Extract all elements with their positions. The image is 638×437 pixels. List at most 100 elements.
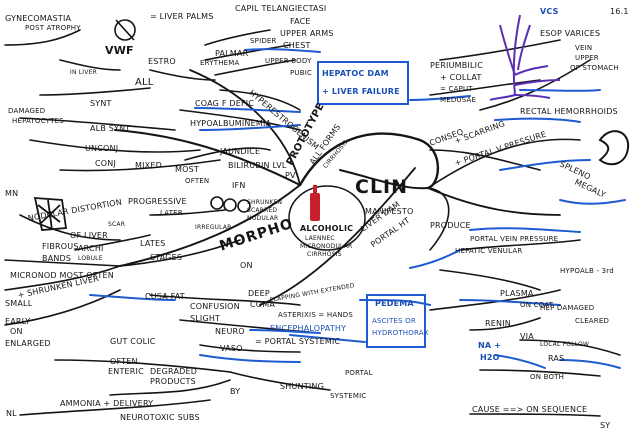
lobule-label: LOBULE [78, 255, 103, 262]
on-label: ON [240, 261, 253, 270]
scar-label: SCAR [108, 221, 126, 228]
shrunken-label: SCARRED [247, 207, 278, 214]
damaged-hepatocytes-label: DAMAGED [8, 107, 46, 115]
renin-label: RENIN [485, 319, 511, 328]
periumbilic-label: PERIUMBILIC [430, 61, 484, 70]
fat-label: CUSA FAT [145, 292, 185, 301]
confusion-label: SLIGHT [190, 314, 221, 323]
medusae-label: MEDUSAE [440, 96, 477, 104]
mn-label: MN [5, 189, 19, 198]
liver-sketch-icon [114, 19, 251, 213]
center-subtitle: MICRONODULAR [300, 243, 353, 250]
coma-label: DEEP [248, 289, 270, 298]
coag-label: COAG F DEFIC [195, 99, 255, 108]
enteric-label: OFTEN [110, 357, 138, 366]
gynecomastia-label: GYNECOMASTIA [5, 14, 72, 23]
manifest-label: MANIFESTO [365, 207, 414, 216]
all-label: ALL [135, 77, 154, 88]
often-label: OFTEN [185, 177, 210, 185]
portal-systemic2-label: SYSTEMIC [330, 392, 367, 400]
neurotoxic-label: NEUROTOXIC SUBS [120, 413, 200, 422]
bottle-icon [288, 185, 366, 251]
on-both-label: ON BOTH [530, 373, 565, 381]
portal-systemic2-label: PORTAL [345, 369, 373, 377]
ras-label: LOCAL FOLLOW [540, 341, 590, 348]
hypoalb-label: HYPOALB - 3rd [560, 267, 614, 275]
initials-nl: NL [6, 409, 17, 418]
ras-label: RAS [548, 354, 565, 363]
upper-body-label: UPPER BODY [265, 57, 312, 65]
collat-label: + COLLAT [440, 73, 482, 82]
ifn-label: IFN [232, 181, 246, 190]
hep-damage-label: CLEARED [575, 317, 610, 325]
hepatic-dam-label: HEPATOC DAM [322, 69, 389, 78]
hep-damage-label: HEP DAMAGED [540, 304, 595, 312]
spider-label: SPIDER [250, 37, 277, 45]
pubic-label: PUBIC [290, 69, 313, 77]
plasma-label: PLASMA [500, 289, 534, 298]
synt-label: SYNT [90, 99, 112, 108]
archi-label: ARCHI [78, 244, 104, 253]
rectal-hem-label: RECTAL HEMORRHOIDS [520, 107, 618, 116]
capil-label: CAPIL TELANGIECTASI [235, 4, 327, 13]
palmar-label: PALMAR [215, 49, 249, 58]
small-shrunken-label: SMALL [5, 299, 33, 308]
na-label: NA + [478, 341, 502, 350]
nodule-sketch-icon [33, 197, 68, 231]
enlarged-label: EARLY [5, 317, 31, 326]
enlarged-label: ON [10, 327, 23, 336]
neuro-label: NEURO [215, 327, 245, 336]
center-subtitle: CIRRHOSIS [307, 251, 342, 258]
vwf-label: VWF [105, 44, 134, 57]
progressive-label: PROGRESSIVE [128, 197, 187, 206]
liver-palms-label: = LIVER PALMS [150, 12, 214, 21]
h2o-label: H2O [480, 353, 500, 362]
alb-synt-label: ALB SYNT [90, 124, 131, 133]
confusion-label: CONFUSION [190, 302, 240, 311]
enteric-label: ENTERIC [108, 367, 144, 376]
stages-label: STAGES [150, 253, 183, 262]
estro-label: ESTRO [148, 57, 176, 66]
chest-label: CHEST [283, 41, 311, 50]
enlarged-label: ENLARGED [5, 339, 51, 348]
hepatic-venous-label: HEPATIC VENULAR [455, 247, 523, 255]
ascites-label: HYDROTHORAX [372, 329, 429, 337]
shrunken-label: NODULAR [247, 215, 279, 222]
post-atrophy-label: POST ATROPHY [25, 24, 81, 32]
portal-vein-pressure-label: PORTAL VEIN PRESSURE [470, 235, 559, 243]
lates-label: LATES [140, 239, 166, 248]
asterixis-label: ASTERIXIS = HANDS [278, 311, 353, 319]
enteric-label: DEGRADED [150, 367, 198, 376]
via-label: VIA [520, 332, 534, 341]
face-label: FACE [290, 17, 311, 26]
encephalopathy-label: ENCEPHALOPATHY [270, 324, 347, 333]
vein-upper-label: VEIN [575, 44, 593, 52]
shunting-label: SHUNTING [280, 382, 324, 391]
erythema-label: ERYTHEMA [200, 59, 240, 67]
vein-upper-label: OF STOMACH [570, 64, 619, 72]
irregular-label: IRREGULAR [195, 224, 232, 231]
center-title: ALCOHOLIC [300, 224, 354, 233]
vcs-label: VCS [540, 7, 559, 16]
hypoalbuminemia-label: HYPOALBUMINEMIA [190, 119, 272, 128]
spleen-icon [598, 130, 630, 166]
vaso-label: VASO [220, 344, 243, 353]
damaged-hepatocytes-label: HEPATOCYTES [12, 117, 64, 125]
micronod-label: MICRONOD MOST OFTEN [10, 271, 114, 280]
by-label: BY [230, 387, 241, 396]
clin-heading: CLIN [355, 176, 409, 198]
cause-seq-label: CAUSE ==> ON SEQUENCE [472, 405, 588, 414]
conj-label: CONJ [95, 159, 117, 168]
mixed-label: MIXED [135, 161, 162, 170]
shrunken-label: SHRUNKEN [247, 199, 283, 206]
pedema-label: PEDEMA [375, 299, 414, 308]
coma-label: COMA [250, 300, 276, 309]
esop-varices-label: ESOP VARICES [540, 29, 601, 38]
vein-upper-label: UPPER [575, 54, 599, 62]
most-label: MOST [175, 165, 199, 174]
page-number: 16.1 [610, 7, 629, 16]
fibrous-bands-label: BANDS [42, 254, 72, 263]
liver-failure-label: + LIVER FAILURE [322, 87, 400, 96]
gut-colic-label: GUT COLIC [110, 337, 156, 346]
